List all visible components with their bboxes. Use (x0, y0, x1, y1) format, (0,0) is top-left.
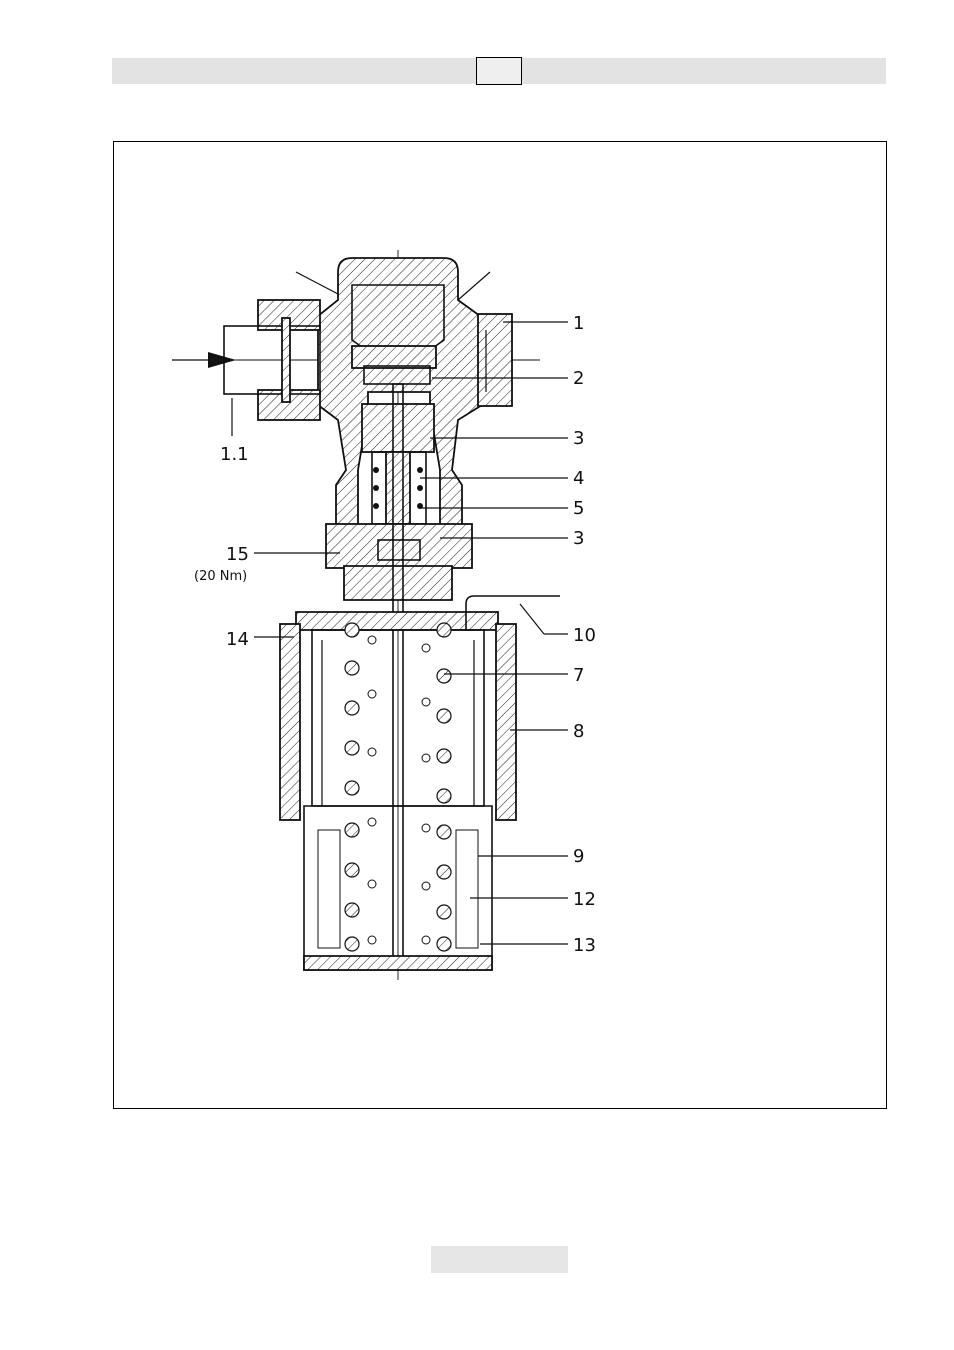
callout-1-1: 1.1 (220, 444, 249, 465)
valve-plug (352, 346, 436, 368)
callout-9: 9 (573, 846, 584, 867)
bonnet-neck (344, 566, 452, 600)
spring-housing-cap (296, 612, 498, 630)
housing-14 (280, 624, 300, 820)
inlet-seal (282, 318, 290, 402)
callout-8: 8 (573, 721, 584, 742)
callout-3-lower: 3 (573, 528, 584, 549)
callout-5: 5 (573, 498, 584, 519)
callout-10: 10 (573, 625, 596, 646)
inner-spring (368, 636, 430, 944)
callout-3-upper: 3 (573, 428, 584, 449)
outlet-union (478, 314, 512, 406)
callout-4: 4 (573, 468, 584, 489)
flow-arrow-head-icon (208, 352, 236, 368)
cup-base (304, 956, 492, 970)
torque-note: (20 Nm) (194, 569, 247, 584)
callout-1: 1 (573, 313, 584, 334)
gland-bushing (386, 452, 410, 524)
callout-7: 7 (573, 665, 584, 686)
valve-insert (362, 404, 434, 452)
callout-13: 13 (573, 935, 596, 956)
callout-2: 2 (573, 368, 584, 389)
callout-15: 15 (226, 544, 249, 565)
callout-12: 12 (573, 889, 596, 910)
callout-14: 14 (226, 629, 249, 650)
coupling-nut (326, 524, 472, 568)
housing-8 (496, 624, 516, 820)
